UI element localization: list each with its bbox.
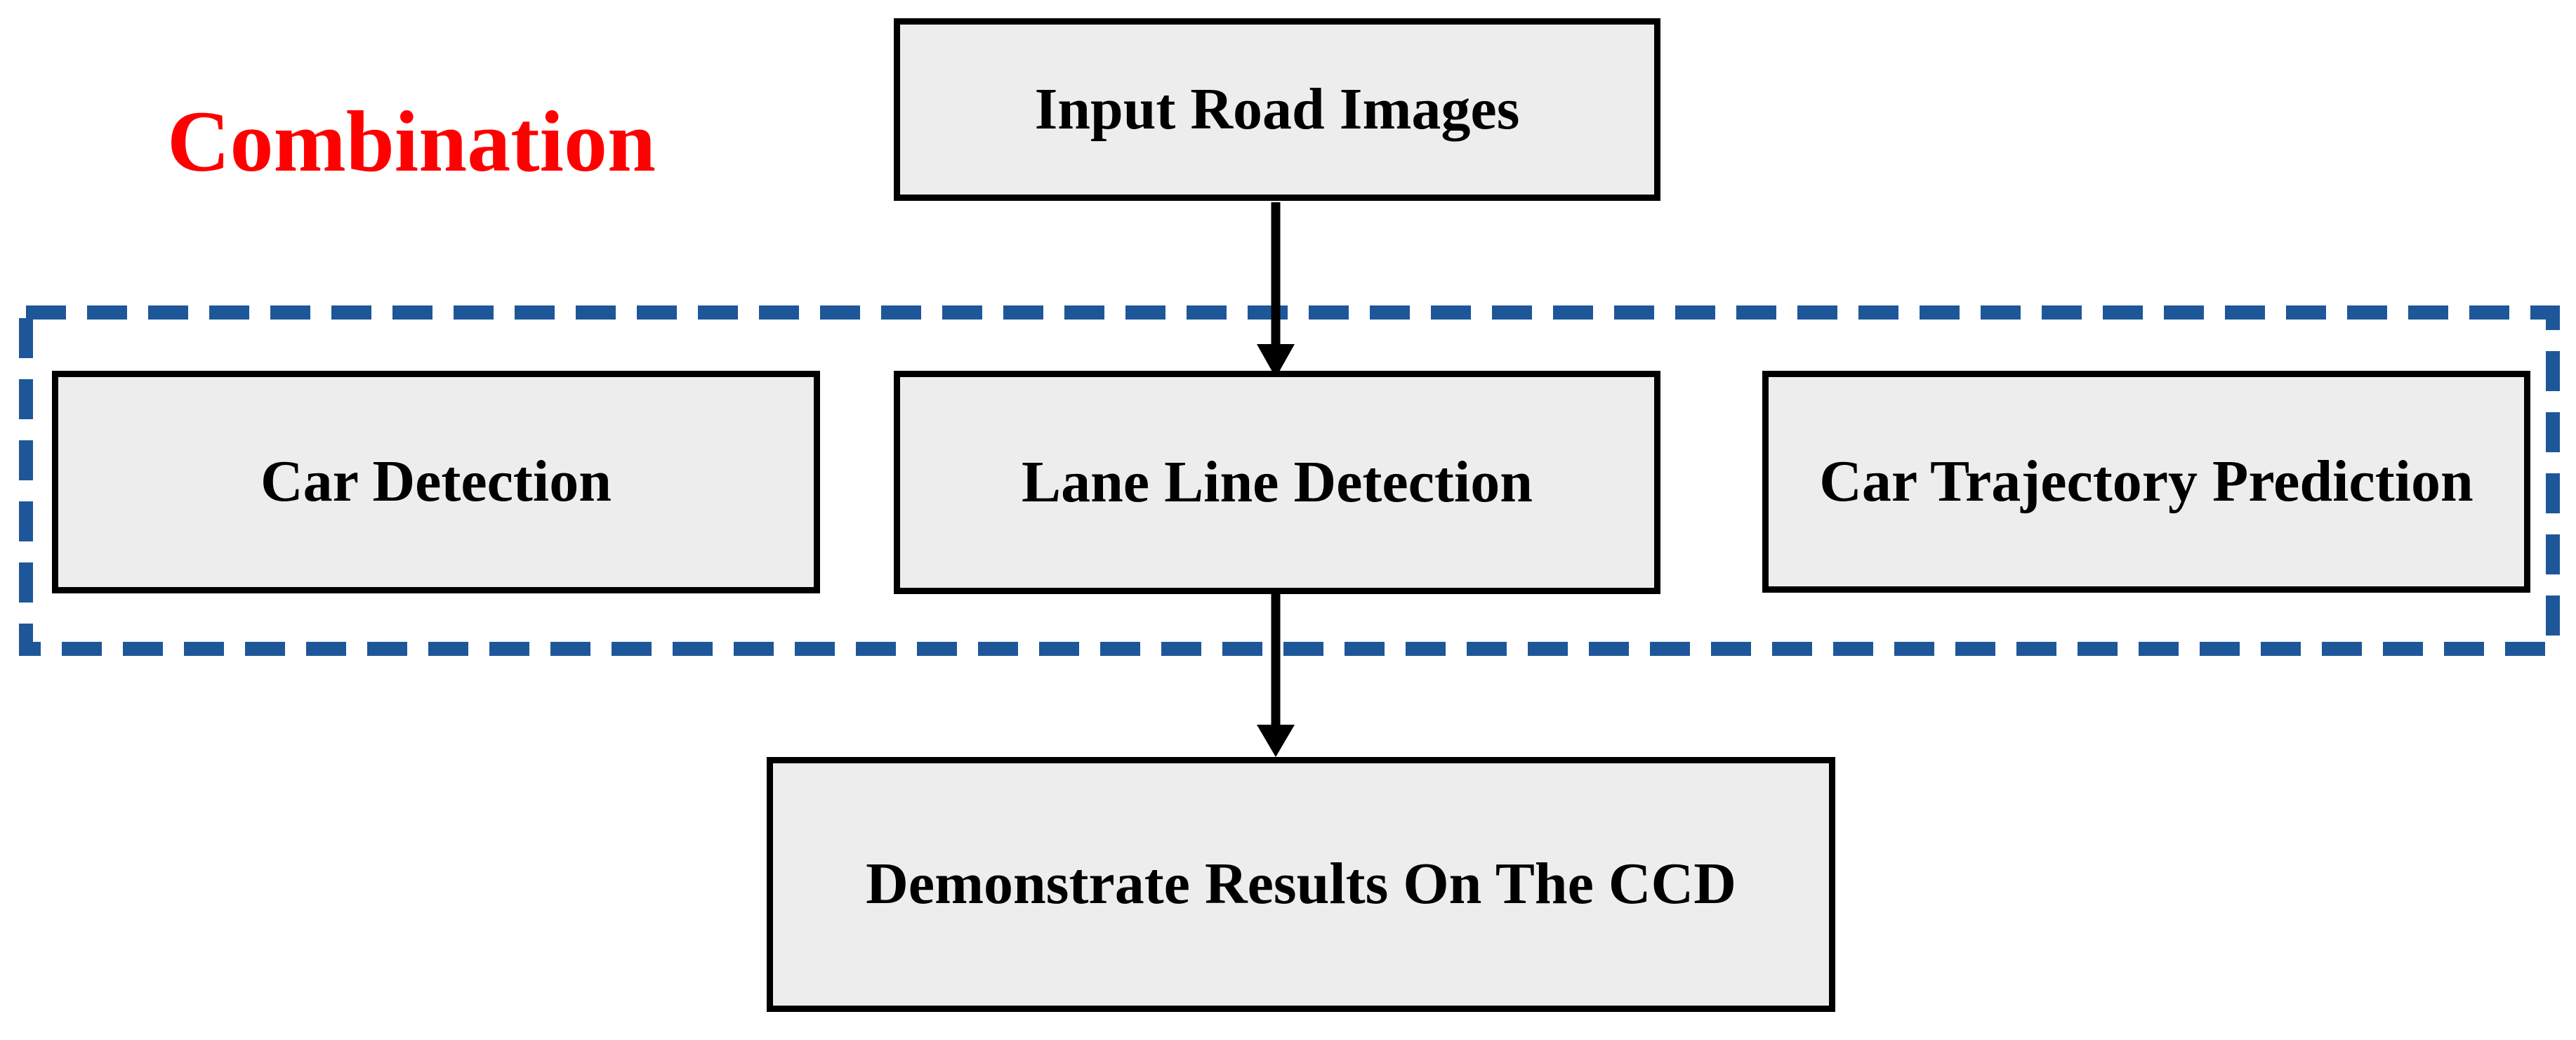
arrow-lane-line-to-demonstrate — [1257, 593, 1295, 757]
node-car-trajectory-prediction: Car Trajectory Prediction — [1762, 371, 2530, 593]
arrow-head-icon — [1257, 725, 1295, 757]
node-label: Car Trajectory Prediction — [1819, 448, 2473, 514]
node-input-road-images: Input Road Images — [894, 18, 1660, 201]
combination-title: Combination — [167, 93, 656, 190]
node-car-detection: Car Detection — [52, 371, 820, 593]
node-demonstrate-results-ccd: Demonstrate Results On The CCD — [767, 757, 1835, 1012]
node-label: Lane Line Detection — [1022, 449, 1533, 515]
node-label: Car Detection — [260, 449, 612, 515]
node-label: Input Road Images — [1034, 76, 1520, 142]
node-label: Demonstrate Results On The CCD — [866, 851, 1736, 917]
node-lane-line-detection: Lane Line Detection — [894, 371, 1660, 594]
arrow-input-to-lane-line — [1257, 202, 1295, 378]
